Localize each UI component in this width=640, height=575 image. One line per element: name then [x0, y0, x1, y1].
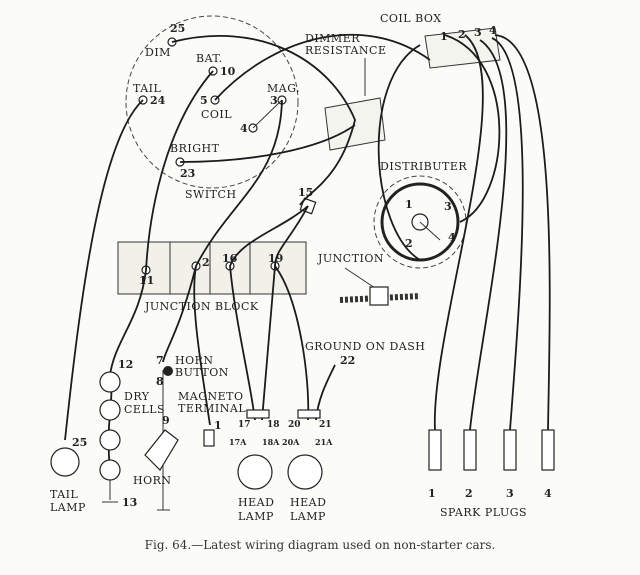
- spark-plug-2: 2: [465, 487, 473, 500]
- junction-block: 11 2 16 19 JUNCTION BLOCK: [117, 241, 307, 313]
- dry-cells-label-2: CELLS: [124, 403, 165, 416]
- jb-label-2: 2: [202, 256, 210, 269]
- magneto-terminal-number: 1: [214, 419, 222, 432]
- junction-label: JUNCTION: [317, 252, 384, 265]
- figure-caption: Fig. 64.—Latest wiring diagram used on n…: [144, 538, 496, 552]
- lamp-terminal: 18A: [262, 437, 280, 447]
- magneto-terminal-label-2: TERMINAL: [178, 402, 246, 415]
- horn-button-number-7: 7: [156, 354, 164, 367]
- spark-plug-4: 4: [544, 487, 552, 500]
- mag-label: MAG.: [267, 82, 300, 95]
- junction-block-label: JUNCTION BLOCK: [144, 300, 259, 313]
- dist-terminal-4: 4: [448, 231, 456, 244]
- dry-cells-bottom-number: 13: [122, 496, 137, 509]
- dimmer-resistance: DIMMER RESISTANCE: [305, 32, 386, 151]
- switch-outline: [125, 15, 299, 189]
- spark-plugs-label: SPARK PLUGS: [440, 506, 527, 519]
- distributer-label: DISTRIBUTER: [380, 160, 467, 173]
- bright-label: BRIGHT: [170, 142, 220, 155]
- tail-lamp-label-1: TAIL: [50, 488, 79, 501]
- switch-label: SWITCH: [185, 188, 237, 201]
- horn-number: 9: [162, 414, 170, 427]
- horn: 9 HORN: [133, 414, 179, 487]
- coil-number: 5: [200, 94, 208, 107]
- coil-terminal-4: 4: [489, 24, 497, 37]
- coil-box-label: COIL BOX: [380, 12, 442, 25]
- bat-label: BAT.: [196, 52, 223, 65]
- bat-number: 10: [220, 65, 236, 78]
- horn-button: 7 8 HORN BUTTON: [156, 354, 229, 511]
- horn-button-label-1: HORN: [175, 354, 214, 367]
- lamp-terminal: 20A: [282, 437, 300, 447]
- bright-number: 23: [180, 167, 195, 180]
- spark-plug-1: 1: [428, 487, 436, 500]
- dry-cells-label-1: DRY: [124, 390, 150, 403]
- head-lamp-label-1: HEAD: [238, 496, 274, 509]
- head-lamp-right: 20 21 20A 21A HEAD LAMP: [282, 409, 333, 523]
- dimmer-label-2: RESISTANCE: [305, 44, 386, 57]
- ground-on-dash-label: GROUND ON DASH: [305, 340, 425, 353]
- arm-number: 4: [240, 122, 248, 135]
- tail-lamp-label-2: LAMP: [50, 501, 86, 514]
- lamp-terminal: 18: [267, 420, 280, 430]
- rotor-arm: [419, 221, 441, 241]
- jb-label-16: 16: [222, 252, 238, 265]
- wires: [64, 33, 551, 510]
- lamp-terminal: 17: [238, 420, 251, 430]
- magneto-terminal: MAGNETO TERMINAL 1: [178, 390, 246, 447]
- dry-cells: 12 DRY CELLS 13: [99, 358, 165, 509]
- distributer: DISTRIBUTER 1 2 3 4: [373, 160, 467, 269]
- coil-terminal-3: 3: [474, 26, 482, 39]
- tail-lamp-number: 25: [72, 436, 87, 449]
- spark-plugs: 1 2 3 4 SPARK PLUGS: [428, 429, 555, 519]
- tail-label: TAIL: [133, 82, 162, 95]
- coil-terminal-1: 1: [440, 30, 448, 43]
- junction-connector: [369, 286, 389, 306]
- spark-plug-3: 3: [506, 487, 514, 500]
- head-lamp-label-1: HEAD: [290, 496, 326, 509]
- dry-cells-top-number: 12: [118, 358, 133, 371]
- dist-terminal-1: 1: [405, 198, 413, 211]
- lamp-terminal: 17A: [229, 437, 247, 447]
- coil-terminal-2: 2: [458, 28, 466, 41]
- jb-label-11: 11: [139, 274, 154, 287]
- mag-number: 3: [270, 94, 278, 107]
- lamp-terminal: 21: [319, 420, 332, 430]
- head-lamp-label-2: LAMP: [290, 510, 326, 523]
- dim-label: DIM: [145, 46, 171, 59]
- switch-arm: [252, 99, 283, 129]
- horn-button-knob: [163, 366, 173, 376]
- tail-number: 24: [150, 94, 166, 107]
- horn-button-label-2: BUTTON: [175, 366, 229, 379]
- magneto-terminal-label-1: MAGNETO: [178, 390, 244, 403]
- ground-number: 22: [340, 354, 355, 367]
- lamp-terminal: 20: [288, 420, 301, 430]
- dimmer-box: [324, 97, 386, 151]
- dist-terminal-2: 2: [405, 237, 413, 250]
- dist-terminal-3: 3: [444, 200, 452, 213]
- horn-button-number-8: 8: [156, 375, 164, 388]
- dim-number: 25: [170, 22, 185, 35]
- horn-label: HORN: [133, 474, 172, 487]
- head-lamp-left: 17 18 17A 18A HEAD LAMP: [229, 409, 280, 523]
- ignition-lighting-switch: DIM 25 TAIL 24 BAT. 10 5 COIL MAG. 3 4 B…: [125, 15, 300, 201]
- tail-lamp: 25 TAIL LAMP: [50, 436, 87, 514]
- lamp-terminal: 21A: [315, 437, 333, 447]
- coil-box-outline: [424, 27, 501, 69]
- junction-pointer: [344, 267, 379, 291]
- coil-label: COIL: [201, 108, 232, 121]
- coil-box: COIL BOX 1 2 3 4: [380, 12, 501, 69]
- head-lamp-label-2: LAMP: [238, 510, 274, 523]
